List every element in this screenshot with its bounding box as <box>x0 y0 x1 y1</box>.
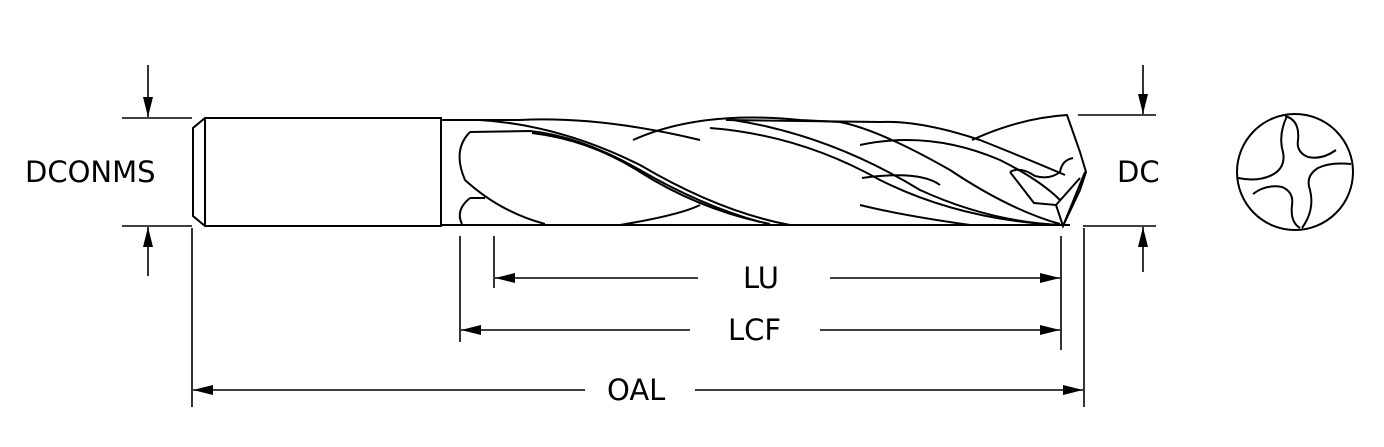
dimension-dconms: DCONMS <box>25 65 192 276</box>
drill-shank <box>192 117 442 227</box>
dimension-lu: LU <box>495 261 1060 295</box>
extension-lines <box>191 228 1085 407</box>
lu-label: LU <box>743 261 779 295</box>
oal-label: OAL <box>607 373 665 407</box>
dc-label: DC <box>1117 155 1160 189</box>
dimension-oal: OAL <box>193 373 1083 407</box>
dimension-dc: DC <box>1078 65 1160 272</box>
dimension-lcf: LCF <box>461 313 1060 347</box>
lcf-label: LCF <box>728 313 781 347</box>
dconms-label: DCONMS <box>25 155 156 189</box>
drill-flute-body <box>441 116 1070 226</box>
drill-end-view <box>1236 113 1354 231</box>
drill-tip <box>971 113 1088 229</box>
